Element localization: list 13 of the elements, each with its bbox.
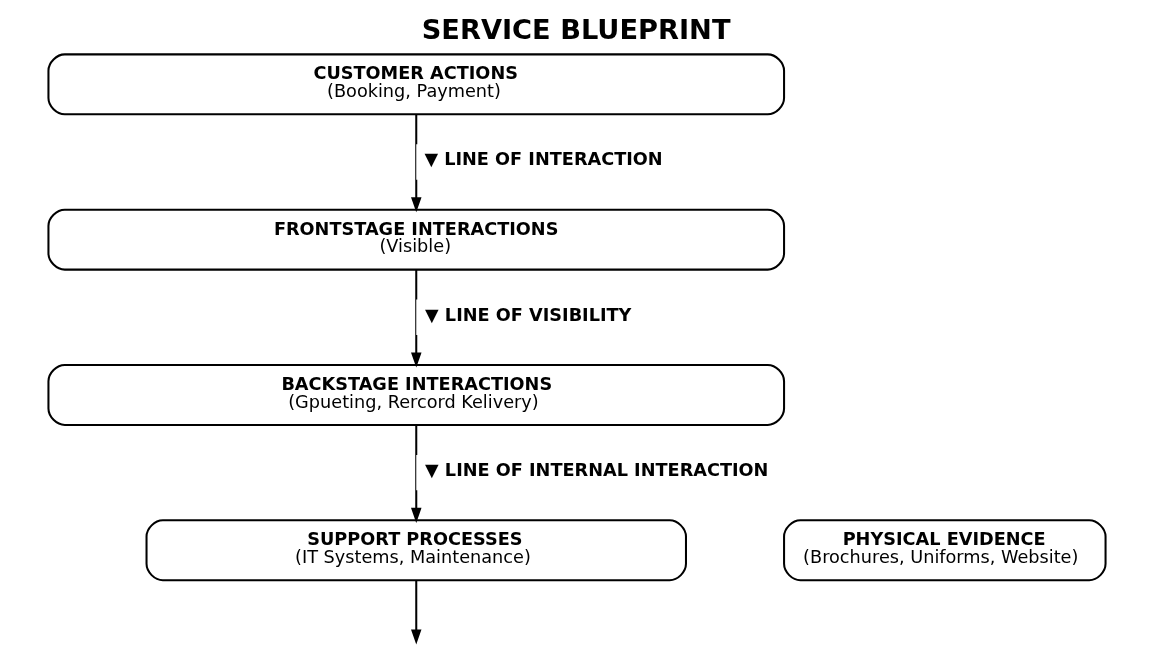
node-box: SUPPORT PROCESSES (IT Systems, Maintenance) <box>145 519 687 582</box>
node-box: PHYSICAL EVIDENCE (Brochures, Uniforms, Website) <box>783 519 1107 582</box>
diagram-title: SERVICE BLUEPRINT <box>421 14 731 46</box>
edge-label: ▼ LINE OF INTERACTION <box>424 149 663 170</box>
edge-label: ▼ LINE OF INTERNAL INTERACTION <box>425 459 769 480</box>
arrow <box>411 580 422 645</box>
edge-label: ▼ LINE OF VISIBILITY <box>425 304 632 325</box>
arrow <box>411 269 422 368</box>
node-box: CUSTOMER ACTIONS (Booking, Payment) <box>47 53 786 116</box>
node-box: FRONTSTAGE INTERACTIONS (Visible) <box>47 208 786 271</box>
arrow <box>411 425 422 523</box>
arrow <box>411 114 422 213</box>
node-box: BACKSTAGE INTERACTIONS (Gpueting, Rercord Kelivery) <box>47 363 786 426</box>
